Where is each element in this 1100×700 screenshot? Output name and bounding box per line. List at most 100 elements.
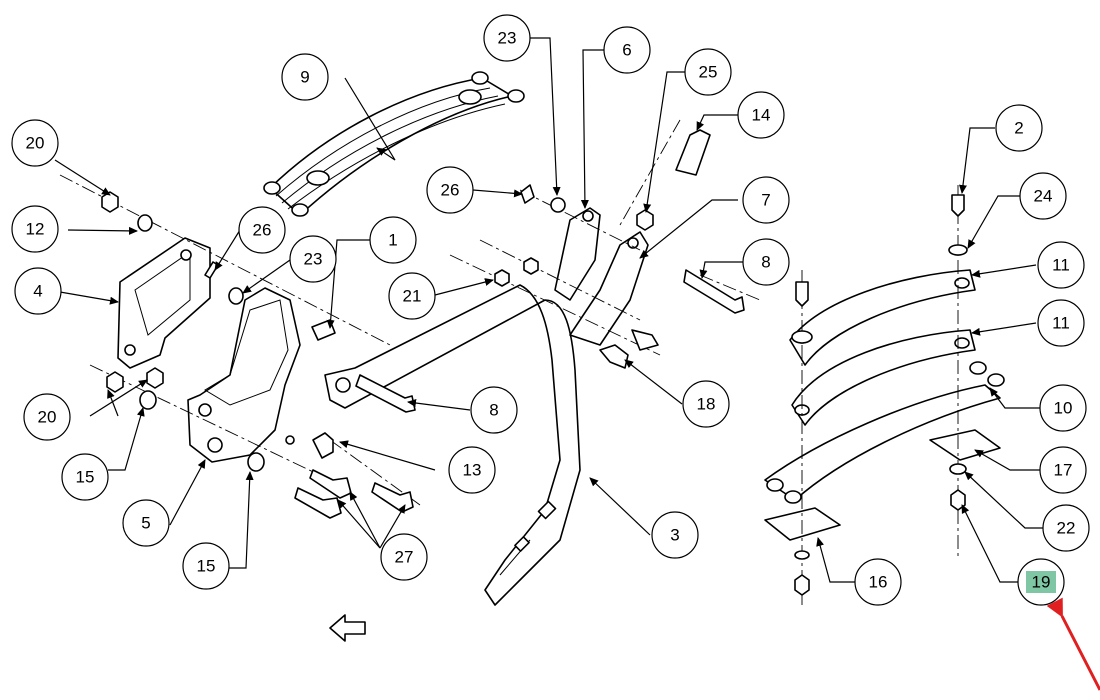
svg-text:5: 5	[141, 514, 150, 533]
svg-text:14: 14	[752, 106, 771, 125]
callouts: 9 20 12 26 4 23 1 20 15 5 15 27 13 8 23 …	[11, 14, 1090, 606]
callout-3: 3	[651, 511, 699, 559]
callout-22-label: 22	[1057, 519, 1076, 538]
svg-text:24: 24	[1034, 187, 1053, 206]
bolt-2	[951, 194, 965, 217]
callout-8-left: 8	[470, 386, 518, 434]
nut-21	[494, 269, 510, 287]
washer-left-column	[791, 330, 813, 344]
highlight-pointer-arrow	[1046, 597, 1100, 691]
svg-text:13: 13	[463, 461, 482, 480]
bolt-14	[675, 129, 711, 176]
svg-text:11: 11	[1052, 314, 1070, 333]
callout-8-right: 8	[742, 238, 790, 286]
svg-text:26: 26	[441, 181, 460, 200]
callout-22: 232322	[1042, 504, 1090, 552]
svg-text:15: 15	[76, 468, 95, 487]
svg-text:23: 23	[498, 29, 517, 48]
part-7-bracket	[569, 231, 649, 346]
part-9-leaf-spring	[263, 71, 525, 217]
bushing-13	[312, 432, 334, 459]
callout-26-left: 26	[238, 206, 286, 254]
svg-text:20: 20	[26, 134, 45, 153]
callout-23-center: 23	[483, 14, 531, 62]
bolt-27-c	[371, 482, 414, 513]
callout-12: 12	[11, 205, 59, 253]
callout-11-upper: 11	[1037, 241, 1085, 289]
spacer-15-upper	[139, 390, 157, 410]
svg-text:8: 8	[761, 253, 770, 272]
callout-15-left: 15	[61, 453, 109, 501]
part-11-plate-lower	[791, 329, 976, 426]
orientation-arrow-icon	[329, 614, 366, 642]
callout-5: 5	[122, 499, 170, 547]
callout-24: 24	[1019, 172, 1067, 220]
svg-text:19: 19	[1032, 573, 1051, 592]
svg-text:9: 9	[300, 68, 309, 87]
nut-center	[523, 257, 539, 275]
callout-9: 9	[281, 53, 329, 101]
washer-23-left	[228, 287, 244, 305]
callout-26-center: 26	[426, 166, 474, 214]
washer-23-center	[550, 197, 566, 213]
washer-24	[948, 244, 968, 256]
svg-text:6: 6	[622, 41, 631, 60]
callout-21: 21	[388, 272, 436, 320]
callout-1: 1	[369, 216, 417, 264]
svg-text:3: 3	[670, 526, 679, 545]
part-3-main-beam	[324, 284, 581, 606]
washer-12	[137, 214, 153, 232]
callout-23-left: 23	[289, 235, 337, 283]
washer-22	[949, 463, 967, 475]
nut-16	[794, 574, 810, 596]
svg-text:27: 27	[395, 548, 414, 567]
svg-text:2: 2	[1014, 119, 1023, 138]
svg-text:10: 10	[1054, 399, 1073, 418]
leader-lines	[54, 37, 1050, 583]
bolt-18	[599, 344, 629, 369]
callout-20-upper: 20	[11, 119, 59, 167]
callout-16: 16	[854, 558, 902, 606]
bolt-27-b	[294, 487, 342, 519]
bolt-center-b	[631, 329, 659, 351]
svg-text:21: 21	[403, 287, 422, 306]
svg-text:11: 11	[1052, 256, 1070, 275]
svg-text:17: 17	[1054, 461, 1073, 480]
callout-18: 18	[682, 380, 730, 428]
nut-20-a	[106, 371, 124, 393]
pin-8-left	[355, 374, 416, 413]
bolt-1	[311, 319, 336, 341]
callout-2: 2	[995, 104, 1043, 152]
pin-26-center	[520, 184, 535, 204]
callout-19-highlighted: 19	[1017, 558, 1065, 606]
svg-text:4: 4	[33, 282, 42, 301]
nut-20-b	[146, 367, 164, 389]
callout-10: 10	[1039, 384, 1087, 432]
part-17-small-plate	[929, 429, 1001, 461]
callout-7: 7	[742, 176, 790, 224]
part-16-small-plate	[764, 507, 841, 541]
spacer-15-lower	[247, 452, 265, 472]
svg-text:15: 15	[197, 557, 216, 576]
svg-text:25: 25	[699, 63, 718, 82]
part-6-bracket	[554, 207, 601, 301]
callout-17: 17	[1039, 446, 1087, 494]
svg-text:7: 7	[761, 191, 770, 210]
svg-text:16: 16	[869, 573, 888, 592]
callout-4: 4	[14, 267, 62, 315]
callout-15-lower: 15	[182, 542, 230, 590]
svg-text:8: 8	[489, 401, 498, 420]
svg-text:1: 1	[388, 231, 397, 250]
callout-27: 27	[380, 533, 428, 581]
svg-text:23: 23	[304, 250, 323, 269]
callout-11-lower: 11	[1037, 299, 1085, 347]
pin-8-right	[683, 269, 745, 314]
part-10-spring-plate	[764, 361, 1005, 504]
nut-25	[636, 209, 654, 231]
svg-text:12: 12	[26, 220, 45, 239]
svg-text:20: 20	[38, 408, 57, 427]
washer-16	[794, 550, 810, 560]
svg-text:18: 18	[697, 395, 716, 414]
